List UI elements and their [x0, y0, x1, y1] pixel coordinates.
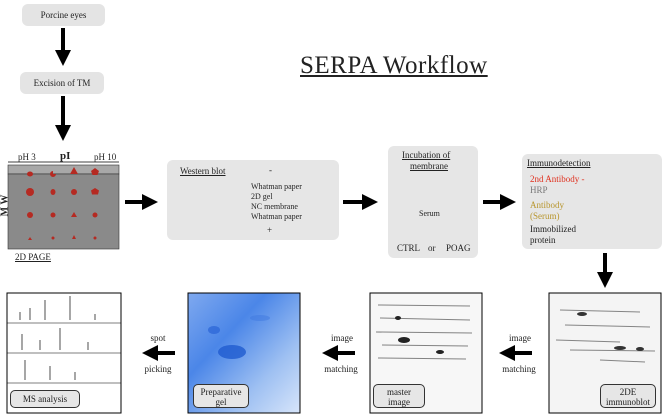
immuno-serum: (Serum) [530, 211, 560, 221]
incubation-title-2: membrane [410, 161, 448, 171]
gel-pi-label: pI [60, 150, 71, 162]
blot-caption-2: immunoblot [605, 397, 650, 407]
gel-caption: 2D PAGE [15, 252, 51, 262]
immuno-immobilized-2: protein [530, 235, 556, 245]
excision-box: Excision of TM [20, 72, 104, 94]
prep-caption: Preparative gel [193, 384, 249, 408]
incubation-serum: Serum [419, 209, 440, 218]
porcine-eyes-box: Porcine eyes [22, 4, 105, 26]
incubation-box [388, 146, 478, 258]
arrow2-label-2: matching [324, 364, 358, 374]
immuno-antibody: Antibody [530, 200, 565, 210]
western-blot-box [167, 160, 339, 240]
western-plus: + [267, 225, 273, 235]
gel-ph-right: pH 10 [94, 152, 117, 162]
blot-caption-1: 2DE [619, 387, 637, 397]
arrow3-label-1: spot [150, 333, 166, 343]
western-title: Western blot [180, 166, 226, 176]
incubation-ctrl: CTRL [397, 243, 421, 253]
arrow3-label-2: picking [144, 364, 172, 374]
western-layer-2: 2D gel [251, 192, 273, 201]
gel-mw-label: M W [0, 194, 11, 217]
blot-caption: 2DE immunoblot [600, 384, 656, 408]
excision-label: Excision of TM [33, 77, 91, 88]
immuno-second-antibody: 2nd Antibody - [530, 174, 585, 184]
arrow1-label-1: image [509, 333, 531, 343]
arrow1-label: image [500, 333, 540, 344]
western-layer-1: Whatman paper [251, 182, 302, 191]
arrow3-label-bottom: picking [134, 364, 182, 375]
ms-caption: MS analysis [10, 390, 80, 408]
arrow2-label: image [322, 333, 362, 344]
incubation-title-1: Incubation of [402, 150, 451, 160]
immuno-immobilized-1: Immobilized [530, 224, 576, 234]
porcine-eyes-label: Porcine eyes [40, 9, 87, 20]
arrow1-label-2: matching [502, 364, 536, 374]
immuno-title: Immunodetection [527, 158, 591, 168]
prep-caption-1: Preparative [200, 387, 242, 397]
master-caption: master image [373, 384, 425, 408]
incubation-or: or [428, 243, 436, 253]
immuno-hrp: HRP [530, 185, 548, 195]
gel-ph-left: pH 3 [18, 152, 36, 162]
arrow2-label-1: image [331, 333, 353, 343]
western-layer-4: Whatman paper [251, 212, 302, 221]
incubation-poag: POAG [446, 243, 471, 253]
western-layer-3: NC membrane [251, 202, 298, 211]
arrow2-label-bottom: matching [316, 364, 366, 375]
page-title: SERPA Workflow [300, 52, 488, 79]
immunodetection-box [522, 154, 662, 249]
arrow1-label-bottom: matching [494, 364, 544, 375]
gel-2d [7, 161, 120, 250]
western-minus: - [269, 165, 272, 175]
master-caption-2: image [388, 397, 410, 407]
ms-caption-1: MS analysis [22, 394, 68, 404]
arrow3-label: spot [138, 333, 178, 344]
master-caption-1: master [387, 387, 411, 397]
prep-caption-2: gel [215, 397, 227, 407]
